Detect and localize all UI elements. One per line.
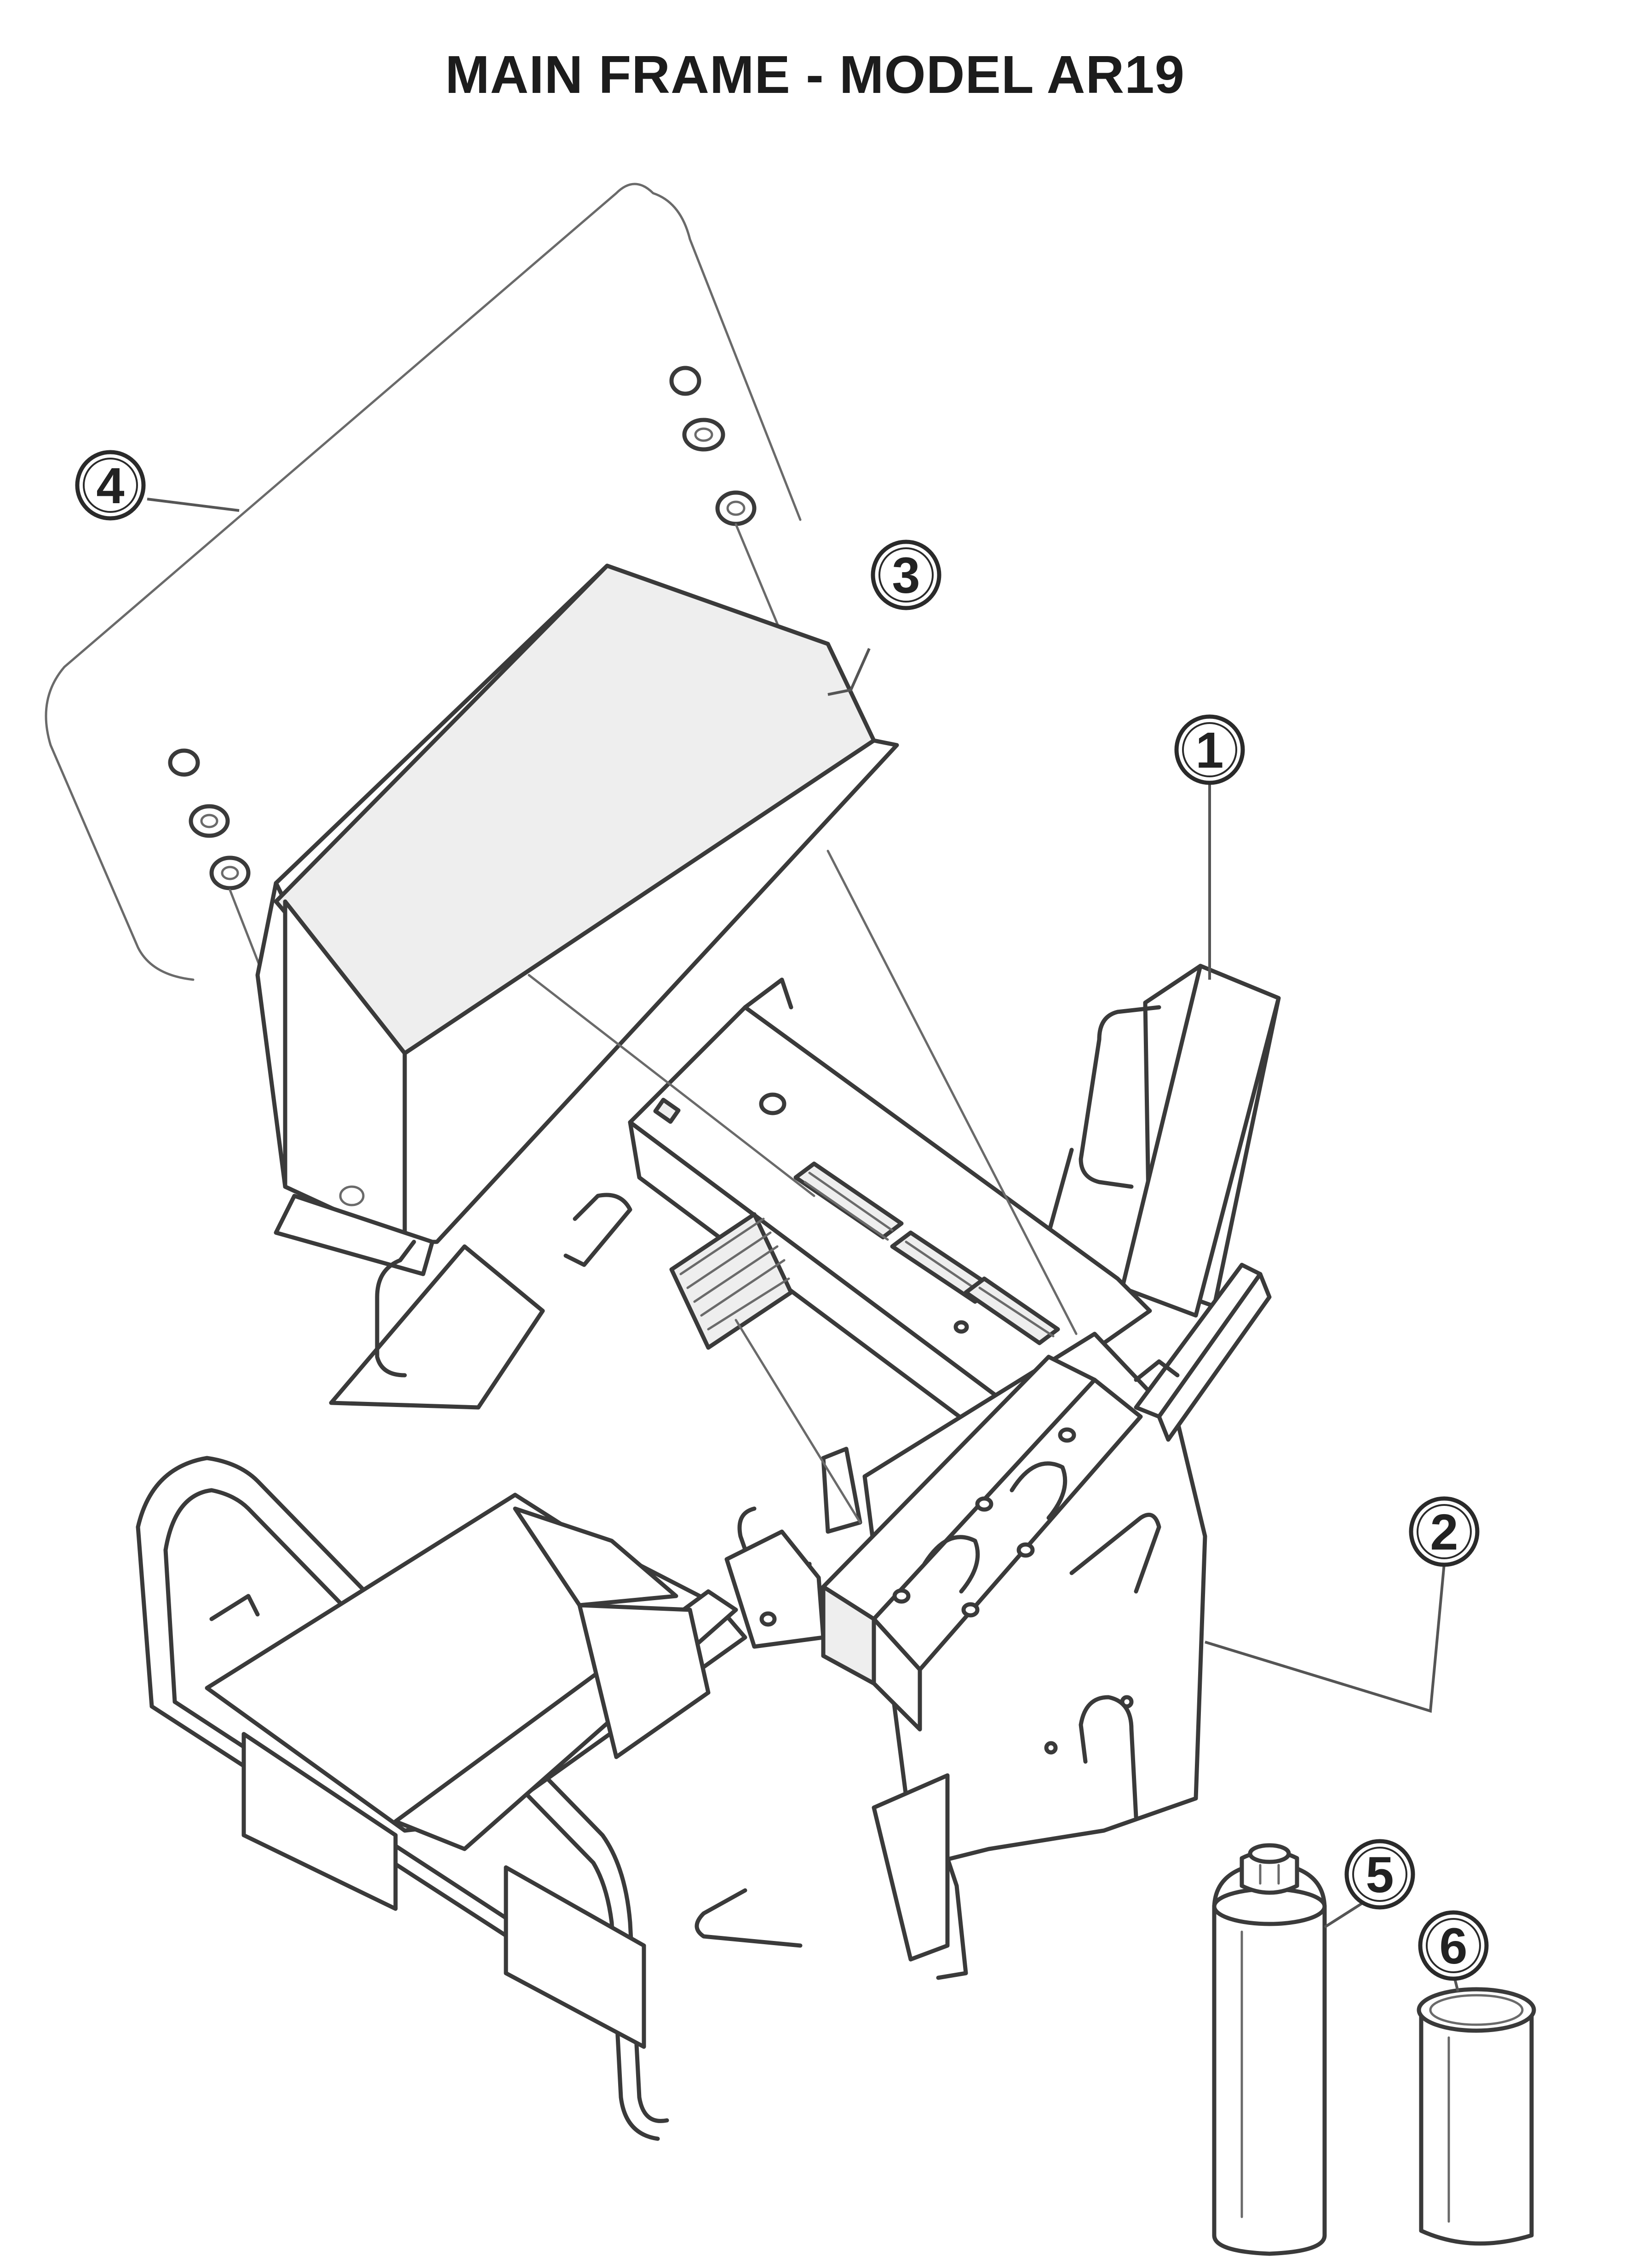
callout-4: 4 [75,450,146,521]
louver-vents [793,1161,1060,1345]
svg-text:4: 4 [96,458,124,514]
callout-1: 1 [1174,714,1245,785]
pivot-bar [1134,1263,1272,1442]
group-4-bracket [45,183,802,981]
callout-3: 3 [871,540,941,610]
svg-text:3: 3 [892,547,920,604]
part-5-spray-can [1212,1843,1327,2256]
grille-pad [669,1212,793,1350]
hardware-stack-upper [669,366,783,636]
lower-deck [205,1493,826,2049]
part-2-main-frame [329,1193,1207,1980]
part-6-paint-can [1417,1987,1536,2246]
svg-text:1: 1 [1195,722,1223,779]
callout-2: 2 [1409,1496,1480,1567]
svg-text:5: 5 [1366,1847,1394,1903]
callout-6: 6 [1418,1910,1489,1981]
callout-5: 5 [1344,1839,1415,1910]
svg-text:2: 2 [1430,1504,1458,1561]
page-title: MAIN FRAME - MODEL AR19 [445,45,1185,104]
part-3-cover [255,563,899,1276]
svg-text:6: 6 [1439,1918,1467,1975]
